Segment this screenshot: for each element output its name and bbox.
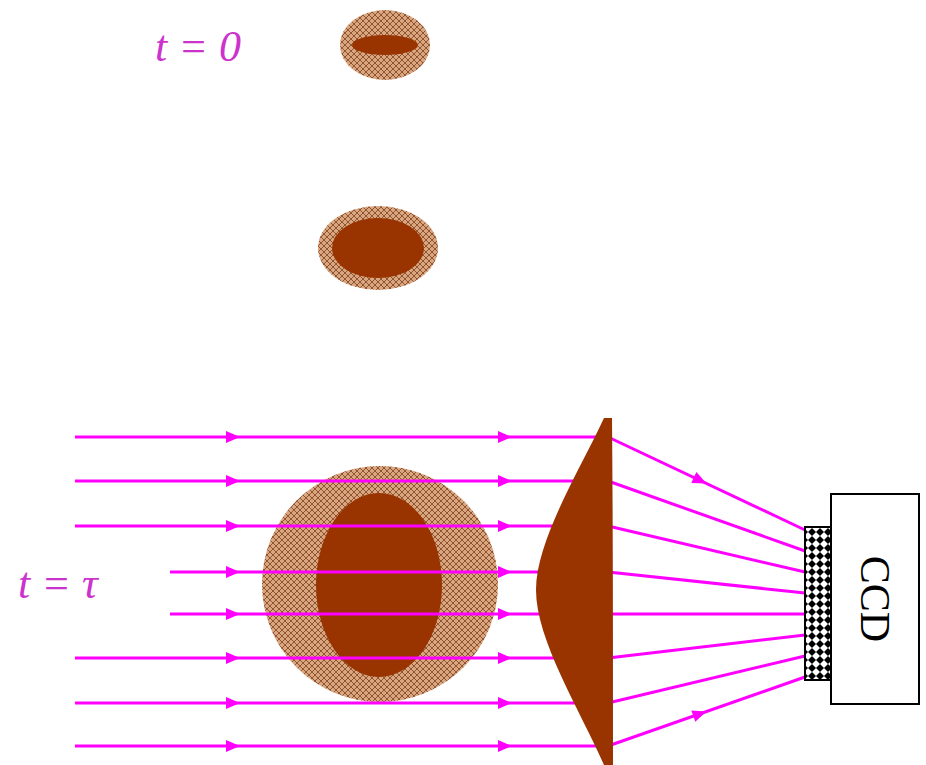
ray-arrowhead: [498, 697, 512, 709]
ray-arrowhead: [691, 472, 706, 483]
focused-ray: [608, 656, 805, 703]
cloud-large: [262, 466, 498, 702]
ray-arrowhead: [498, 740, 512, 752]
light-rays: [75, 431, 805, 752]
ray-arrowhead: [226, 566, 240, 578]
focused-ray: [608, 572, 805, 593]
ccd-camera: CCD: [830, 493, 920, 705]
ray-arrowhead: [226, 652, 240, 664]
light-ray: [75, 525, 598, 528]
ray-arrowhead: [226, 431, 240, 443]
light-ray: [75, 480, 598, 483]
ray-arrowhead: [498, 475, 512, 487]
focused-ray: [608, 635, 805, 658]
cloud-medium: [318, 206, 438, 290]
ray-arrowhead: [226, 520, 240, 532]
ray-arrowhead: [691, 710, 706, 721]
detector-strip: [805, 527, 832, 680]
cloud-small: [340, 10, 430, 80]
light-ray: [75, 436, 598, 439]
lens: [536, 418, 613, 765]
time-label: t = τ: [18, 562, 98, 606]
ray-arrowhead: [226, 608, 240, 620]
ray-arrowhead: [498, 520, 512, 532]
ray-arrowhead: [498, 608, 512, 620]
time-label: t = 0: [155, 25, 241, 69]
ray-arrowhead: [226, 697, 240, 709]
ray-arrowhead: [226, 740, 240, 752]
camera-label: CCD: [854, 556, 896, 642]
light-ray: [75, 702, 598, 705]
light-ray: [75, 745, 598, 748]
focused-ray: [608, 677, 805, 746]
light-ray: [75, 657, 598, 660]
focused-ray: [608, 481, 805, 551]
focused-ray: [608, 613, 805, 616]
ray-arrowhead: [498, 652, 512, 664]
ray-arrowhead: [226, 475, 240, 487]
ray-arrowhead: [498, 431, 512, 443]
focused-ray: [608, 526, 805, 572]
ray-arrowhead: [498, 566, 512, 578]
